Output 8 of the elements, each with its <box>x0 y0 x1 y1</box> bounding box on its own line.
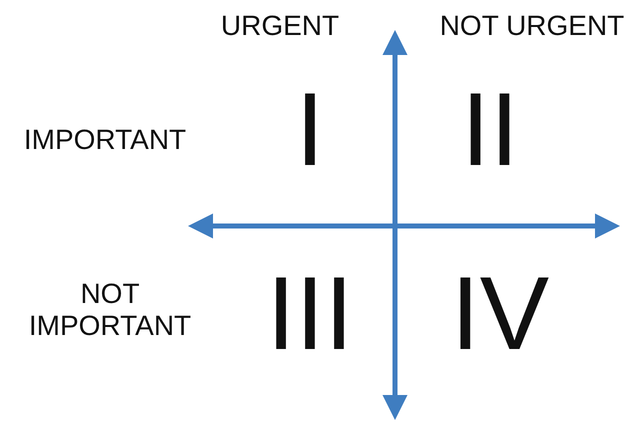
quadrant-numeral: IV <box>450 262 550 366</box>
quadrant-numeral: III <box>266 262 354 366</box>
quadrant-numeral: II <box>460 78 520 182</box>
column-heading: NOT URGENT <box>438 10 626 42</box>
column-heading: URGENT <box>220 10 340 42</box>
quadrant-numeral: I <box>294 78 326 182</box>
row-heading: NOT IMPORTANT <box>28 278 192 342</box>
row-heading: IMPORTANT <box>22 124 188 156</box>
